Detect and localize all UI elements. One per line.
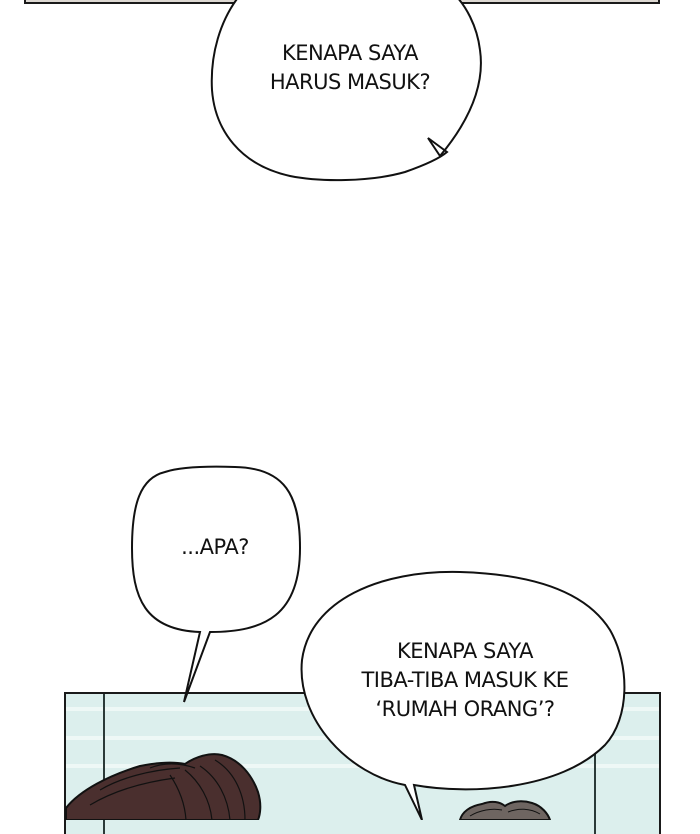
left-character-hair (65, 753, 262, 820)
speech-bubble-3 (300, 570, 626, 820)
speech-bubble-2 (130, 465, 302, 703)
bubble-2-text: ...APA? (181, 535, 249, 559)
speech-bubble-1 (210, 0, 482, 182)
wall-divider (103, 694, 105, 834)
bubble-1-text: KENAPA SAYA HARUS MASUK? (269, 41, 431, 94)
right-character-hair (458, 800, 552, 820)
wall-divider (594, 694, 596, 834)
bubble-3-text: KENAPA SAYA TIBA-TIBA MASUK KE ‘RUMAH OR… (361, 639, 569, 721)
